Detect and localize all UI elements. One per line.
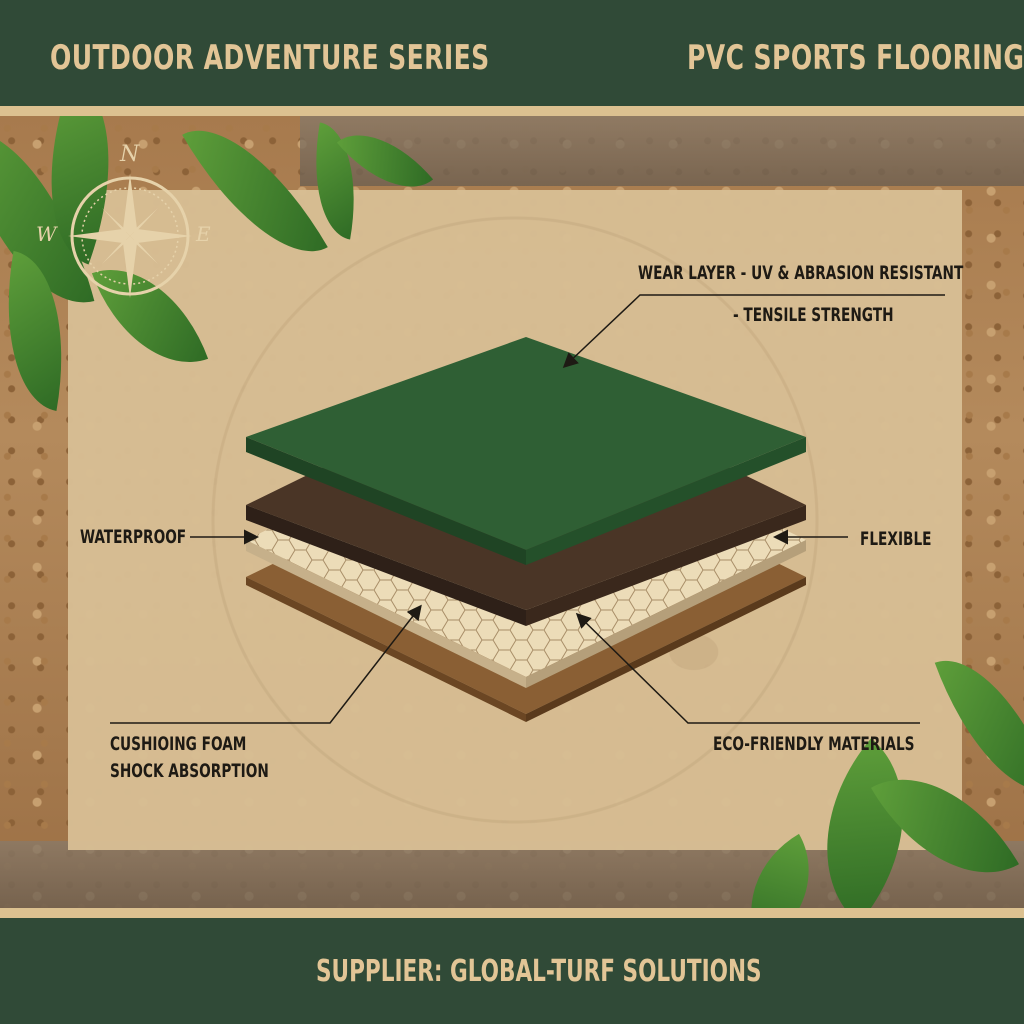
product-title: PVC SPORTS FLOORING	[687, 38, 1024, 78]
callout-shock-absorption: SHOCK ABSORPTION	[110, 760, 269, 782]
footer-band	[0, 918, 1024, 1024]
wear-layer	[246, 337, 806, 565]
callout-tensile-strength: - TENSILE STRENGTH	[733, 304, 894, 326]
callout-wear-layer: WEAR LAYER - UV & ABRASION RESISTANT	[638, 262, 964, 284]
compass-west-label: W	[36, 222, 57, 246]
header-divider	[0, 106, 1024, 116]
compass-north-label: N	[120, 142, 140, 167]
callout-lines	[110, 294, 945, 724]
callout-cushioning-foam: CUSHIOING FOAM	[110, 733, 247, 755]
callout-eco-friendly: ECO-FRIENDLY MATERIALS	[713, 733, 915, 755]
footer-divider	[0, 908, 1024, 918]
header-band	[0, 0, 1024, 106]
callout-flexible: FLEXIBLE	[860, 528, 932, 550]
callout-waterproof: WATERPROOF	[80, 526, 187, 548]
compass-rose-icon	[68, 174, 192, 298]
supplier-text: SUPPLIER: GLOBAL-TURF SOLUTIONS	[316, 954, 762, 989]
compass-east-label: E	[196, 222, 211, 246]
series-title: OUTDOOR ADVENTURE SERIES	[50, 38, 490, 78]
